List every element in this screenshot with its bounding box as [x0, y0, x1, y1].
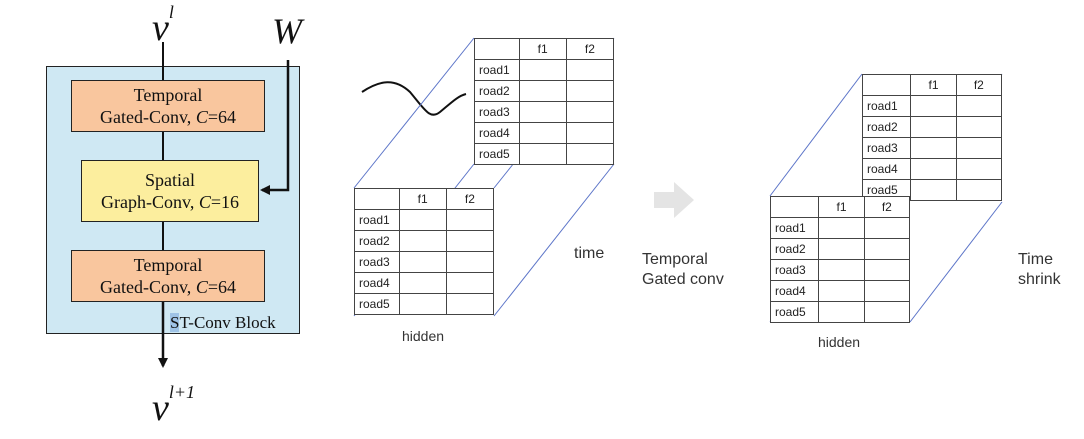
st-conv-block-label: ST-Conv Block	[170, 313, 276, 332]
table-row: road5	[861, 179, 1003, 201]
table-row: road3	[354, 251, 495, 273]
table-row: road2	[354, 230, 495, 252]
transition-label: Temporal Gated conv	[642, 250, 724, 290]
temporal-2-params: Gated-Conv, C=64	[100, 277, 236, 297]
temporal-1-title: Temporal	[133, 85, 203, 105]
table-row: road3	[769, 259, 911, 281]
table-row: road1	[354, 209, 495, 231]
table-row: road1	[861, 95, 1003, 117]
table-row: road2	[861, 116, 1003, 138]
block-label-highlight: S	[170, 313, 180, 332]
table-row: road3	[861, 137, 1003, 159]
time-series-squiggle	[361, 81, 467, 116]
spatial-graph-conv: Spatial Graph-Conv, C=16	[81, 160, 259, 222]
transition-label-line2: Gated conv	[642, 271, 724, 288]
table-row: road3	[474, 101, 615, 123]
table-row: road5	[769, 301, 911, 323]
time-shrink-line2: shrink	[1018, 271, 1061, 288]
spatial-params: Graph-Conv, C=16	[101, 192, 239, 212]
temporal-gated-conv-2: Temporal Gated-Conv, C=64	[71, 250, 265, 302]
temporal-2-title: Temporal	[133, 255, 203, 275]
spatial-title: Spatial	[145, 170, 195, 190]
table-row: road2	[769, 238, 911, 260]
table-row: road5	[474, 143, 615, 165]
table-row: road1	[769, 217, 911, 239]
temporal-1-params: Gated-Conv, C=64	[100, 107, 236, 127]
right-hidden-label: hidden	[818, 334, 861, 350]
transition-label-line1: Temporal	[642, 251, 708, 268]
w-arrow	[260, 60, 290, 195]
block-connectors	[158, 42, 290, 368]
table-row: road4	[474, 122, 615, 144]
w-label: W	[272, 11, 302, 51]
table-row: road1	[474, 59, 615, 81]
right-time-shrink-label: Time shrink	[1018, 250, 1061, 290]
table-row: road2	[474, 80, 615, 102]
left-hidden-label: hidden	[402, 328, 445, 344]
table-row: road4	[354, 272, 495, 294]
output-v-label: vl+1	[152, 382, 195, 430]
input-v-sup: l	[168, 2, 174, 22]
time-shrink-line1: Time	[1018, 251, 1053, 268]
table-row: road5	[354, 293, 495, 315]
output-v-base: v	[152, 387, 169, 429]
output-v-sup: l+1	[168, 382, 196, 402]
temporal-gated-conv-1: Temporal Gated-Conv, C=64	[71, 80, 265, 132]
left-time-label: time	[574, 245, 605, 262]
transition-arrow-icon	[654, 182, 694, 218]
input-v-label: vl	[152, 2, 174, 50]
table-row: road4	[861, 158, 1003, 180]
table-row: road4	[769, 280, 911, 302]
input-v-base: v	[152, 7, 169, 49]
